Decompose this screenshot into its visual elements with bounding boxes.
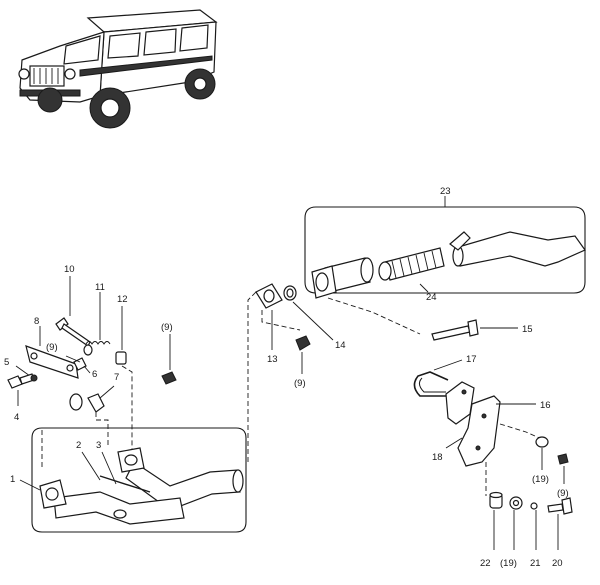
bracket-18 [445, 381, 475, 425]
callout-23: 23 [440, 186, 451, 197]
callout-2: 2 [76, 440, 81, 451]
spring-11 [83, 341, 111, 356]
callout-7: 7 [114, 372, 119, 383]
callout-9-center: (9) [161, 322, 173, 333]
callout-9-middle: (9) [294, 378, 306, 389]
sleeve-12 [115, 351, 127, 365]
rear-pipe-assembly [311, 231, 586, 299]
bracket-16 [457, 395, 501, 467]
callout-5: 5 [4, 357, 9, 368]
nut-9-middle [295, 335, 311, 351]
group-box-23 [304, 206, 586, 294]
bolt-15 [431, 319, 479, 341]
callout-6: 6 [92, 369, 97, 380]
callout-11: 11 [95, 282, 105, 293]
bolt-20 [547, 497, 573, 515]
callout-1: 1 [10, 474, 15, 485]
callout-18: 18 [432, 452, 443, 463]
callout-15: 15 [522, 324, 533, 335]
vehicle-illustration [18, 9, 218, 129]
callout-16: 16 [540, 400, 551, 411]
callout-20: 20 [552, 558, 563, 569]
callout-13: 13 [267, 354, 278, 365]
callout-9-right: (9) [557, 488, 569, 499]
bolt-4 [7, 373, 38, 389]
callout-12: 12 [117, 294, 128, 305]
callout-22: 22 [480, 558, 491, 569]
callout-21: 21 [530, 558, 541, 569]
callout-19-right: (19) [532, 474, 549, 485]
mount-7 [69, 393, 105, 413]
callout-4: 4 [14, 412, 19, 423]
nut-9-right [557, 453, 569, 465]
callout-19-bottom: (19) [500, 558, 517, 569]
nut-9-center [161, 371, 177, 385]
callout-17: 17 [466, 354, 477, 365]
callout-24: 24 [426, 292, 437, 303]
callout-14: 14 [335, 340, 346, 351]
washer-21 [530, 502, 538, 510]
callout-8: 8 [34, 316, 39, 327]
callout-3: 3 [96, 440, 101, 451]
strap-8 [25, 345, 79, 379]
bushing-22 [489, 491, 503, 509]
group-box-front-pipe [31, 427, 247, 533]
u-bolt-17 [413, 371, 449, 397]
bolt-10 [55, 317, 91, 347]
callout-10: 10 [64, 264, 75, 275]
front-pipe-assembly [39, 447, 244, 525]
clamp-flange-13 [255, 283, 297, 309]
callout-9-left: (9) [46, 342, 58, 353]
washer-19-right [535, 436, 549, 448]
